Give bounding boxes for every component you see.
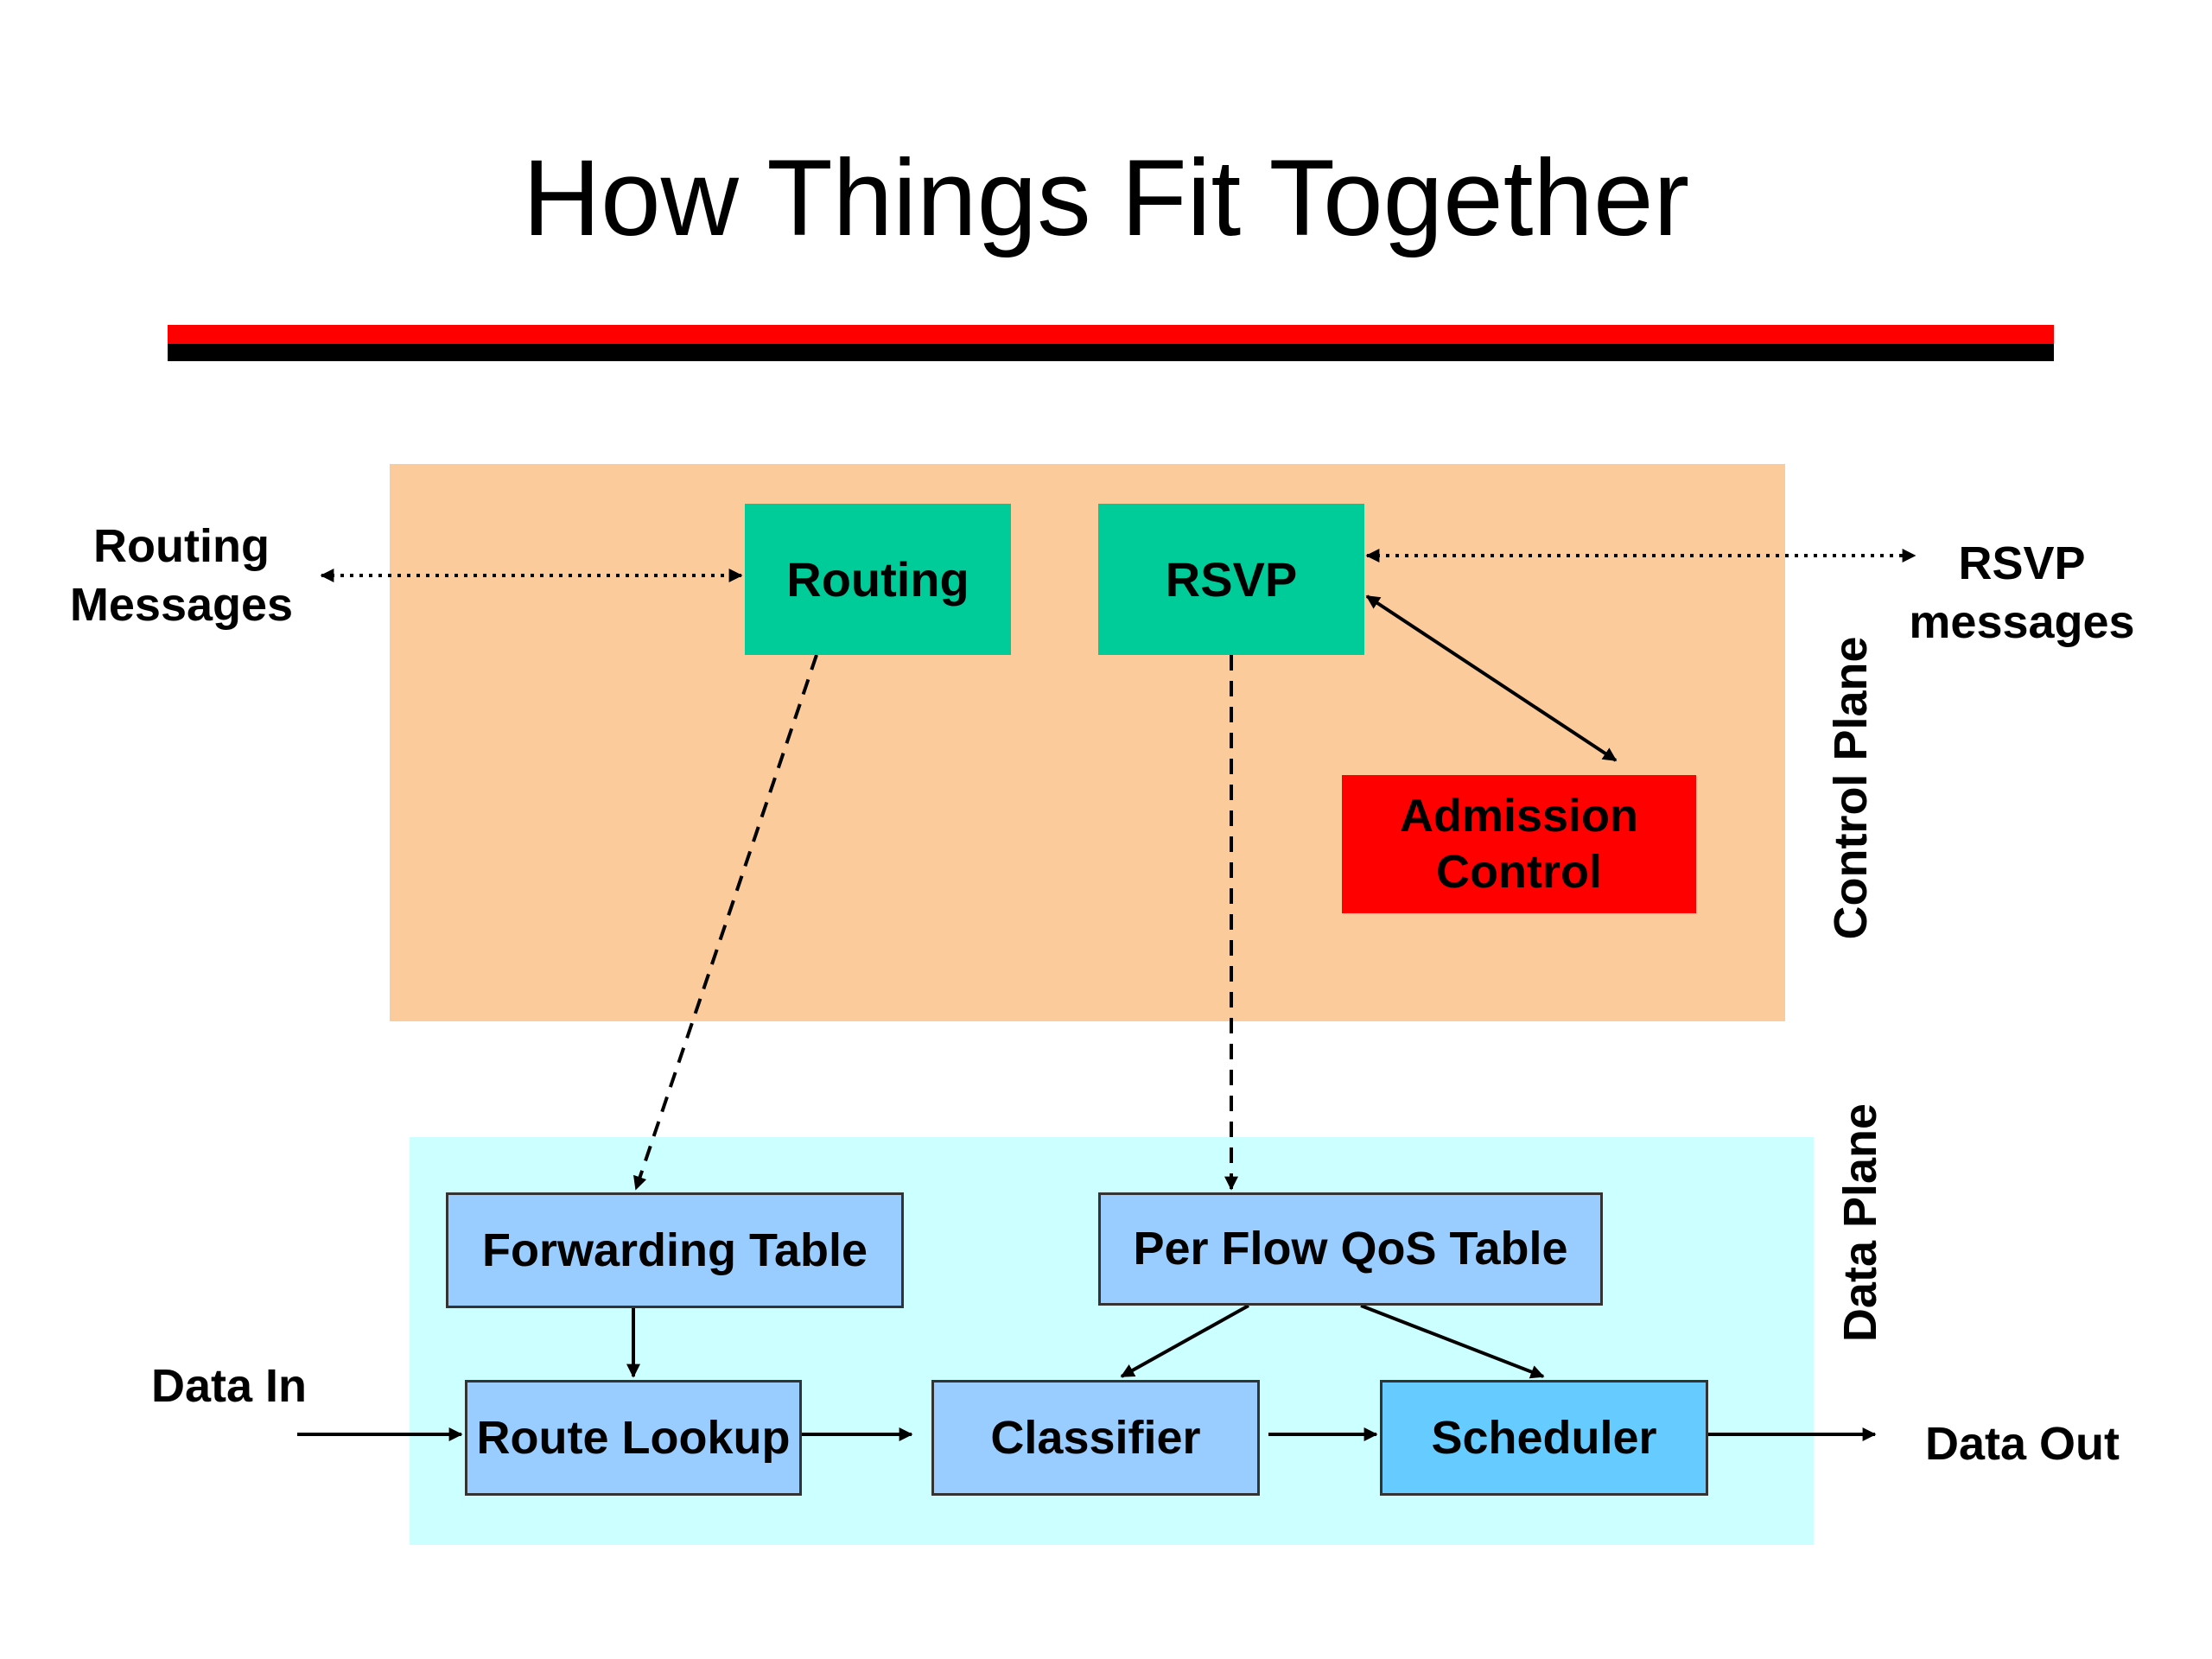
rsvp-box: RSVP [1098,504,1364,655]
routing-box: Routing [745,504,1011,655]
classifier-box: Classifier [931,1380,1260,1496]
rsvp-messages-label: RSVP messages [1909,537,2135,648]
admission-control-box: Admission Control [1342,775,1696,913]
per-flow-qos-table-box: Per Flow QoS Table [1098,1192,1603,1306]
qos-to-classifier-connector [1120,1304,1249,1378]
routing-to-forwarding-connector [633,654,818,1191]
rsvp-admission-connector [1365,594,1618,762]
forwarding-table-box: Forwarding Table [446,1192,904,1308]
control-plane-label: Control Plane [1825,636,1877,940]
title-rule-red [168,325,2054,344]
qos-to-scheduler-connector [1360,1304,1545,1379]
data-in-label: Data In [151,1360,308,1412]
slide-title: How Things Fit Together [522,138,1690,258]
route-lookup-box: Route Lookup [465,1380,802,1496]
data-out-label: Data Out [1925,1418,2120,1470]
title-rule-black [168,344,2054,361]
scheduler-box: Scheduler [1380,1380,1708,1496]
data-plane-label: Data Plane [1834,1103,1886,1343]
routing-messages-label: Routing Messages [69,520,294,631]
